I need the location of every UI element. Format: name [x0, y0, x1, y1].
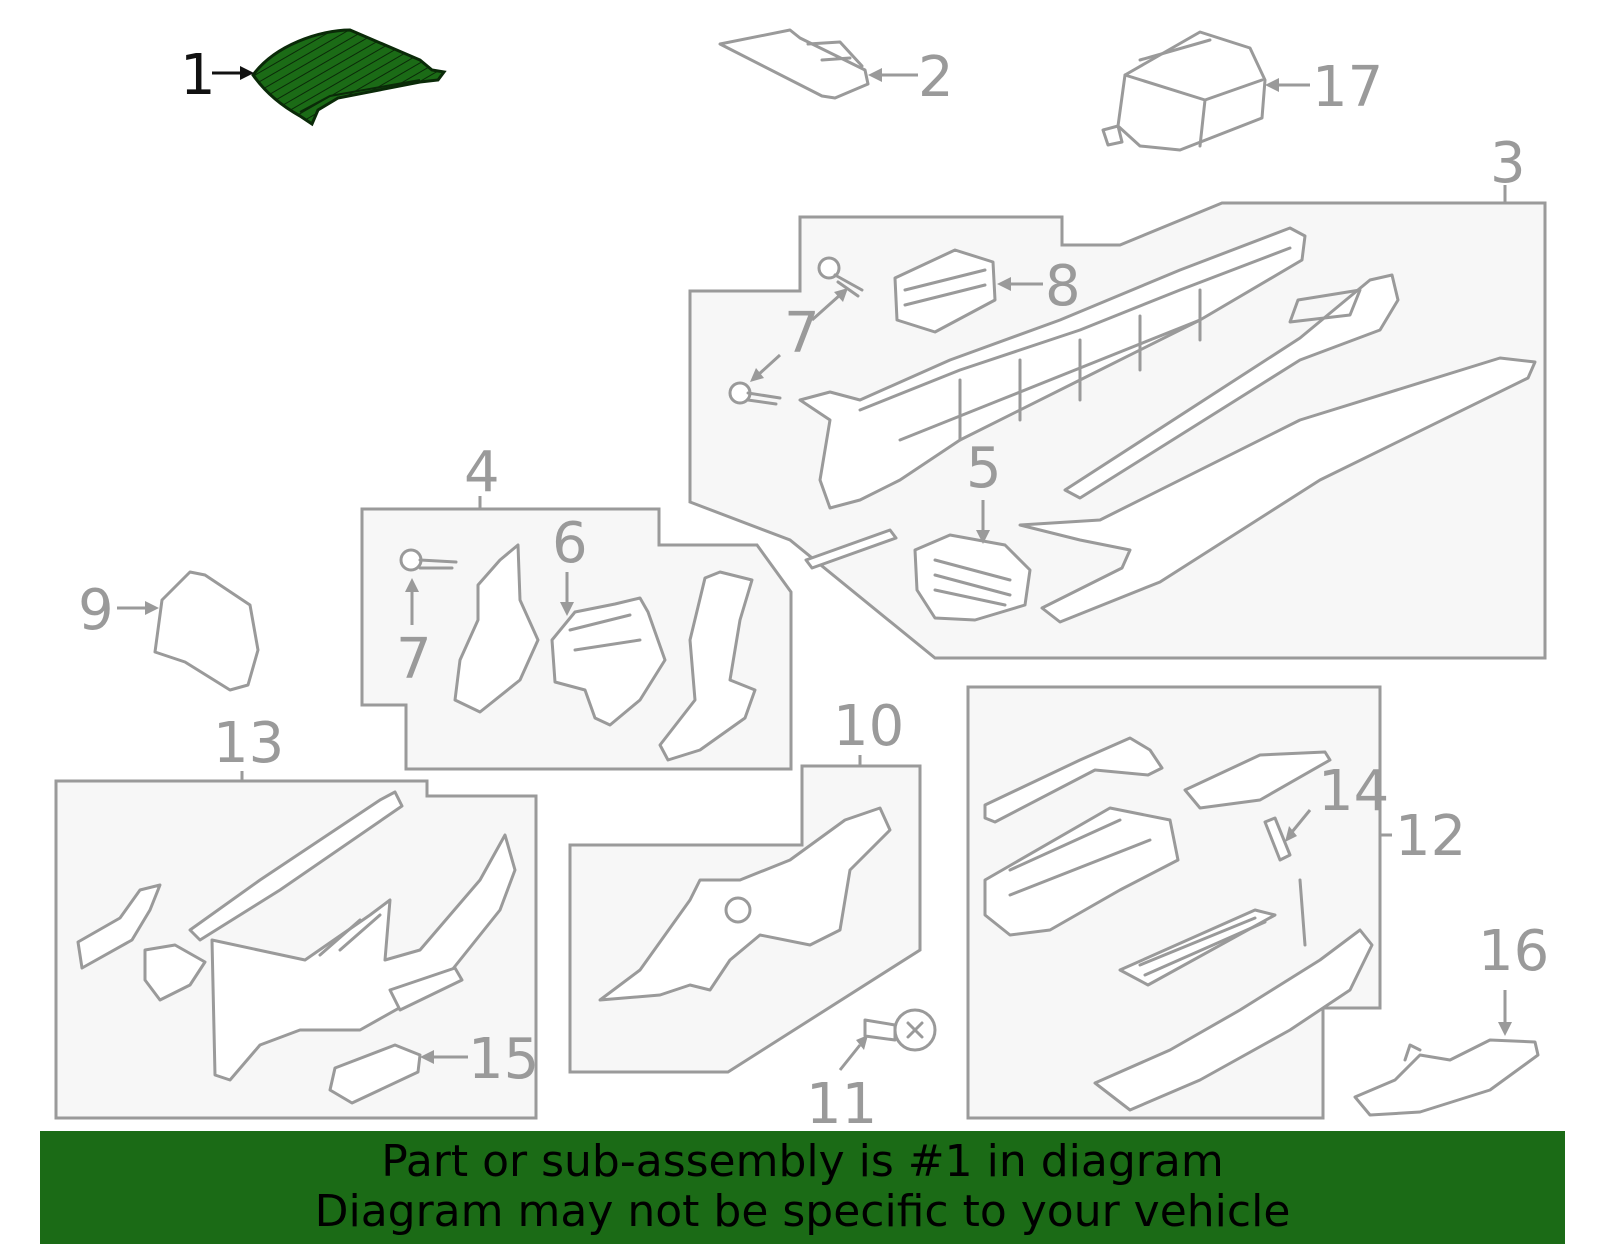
part-15-clip[interactable] [328, 1043, 422, 1105]
part-13-small-strip [388, 966, 464, 1012]
arrow-7b [750, 368, 764, 382]
arrow-5 [976, 530, 990, 544]
part-8-bracket[interactable] [893, 248, 997, 334]
part-5-vent[interactable] [913, 533, 1032, 622]
arrow-7a [834, 288, 848, 302]
callout-15: 15 [468, 1027, 539, 1092]
callout-9: 9 [78, 578, 114, 643]
part-16-bracket[interactable] [1353, 1038, 1540, 1117]
arrow-15 [420, 1050, 434, 1064]
part-12-grille[interactable] [1118, 908, 1277, 987]
part-11-push-pin[interactable] [863, 1008, 937, 1052]
part-10-support-bracket[interactable] [598, 806, 892, 1002]
arrow-8 [997, 277, 1011, 291]
leader-7b [756, 353, 782, 377]
part-3-small-strip [804, 528, 898, 570]
callout-17: 17 [1312, 55, 1383, 120]
part-1-cover[interactable] [251, 28, 447, 127]
part-3-carrier[interactable] [798, 226, 1307, 510]
leader-11 [838, 1044, 862, 1071]
callout-7-group4: 7 [396, 627, 432, 692]
callout-16: 16 [1478, 919, 1549, 984]
part-14-damper[interactable] [1263, 816, 1292, 862]
arrow-16 [1498, 1022, 1512, 1036]
info-banner: Part or sub-assembly is #1 in diagram Di… [40, 1131, 1565, 1244]
part-13-small-bracket[interactable] [76, 883, 162, 970]
callout-4: 4 [464, 440, 500, 505]
callout-5: 5 [966, 436, 1002, 501]
group-panel-13 [54, 779, 538, 1120]
part-7-screw-b[interactable] [728, 381, 782, 406]
part-4-pillar-trim[interactable] [658, 570, 757, 762]
part-12-airbag-module[interactable] [1183, 750, 1332, 810]
callout-11: 11 [806, 1072, 877, 1137]
part-12-rail[interactable] [983, 736, 1164, 824]
part-13-lower-trim[interactable] [210, 833, 517, 1082]
part-7-screw-c[interactable] [399, 548, 458, 572]
part-3-dash-pad[interactable] [1018, 356, 1537, 624]
callout-10: 10 [833, 694, 904, 759]
part-9-bracket[interactable] [153, 570, 260, 692]
arrow-17 [1265, 78, 1279, 92]
arrow-6 [560, 602, 574, 616]
part-12-glovebox-bin[interactable] [983, 806, 1180, 937]
leader-7a [811, 293, 841, 322]
part-4-side-bracket[interactable] [453, 543, 540, 714]
arrow-11 [856, 1035, 868, 1050]
part-12-glovebox-door[interactable] [1093, 878, 1374, 1112]
callout-6: 6 [552, 511, 588, 576]
part-13-clip[interactable] [143, 943, 207, 1002]
banner-line-2: Diagram may not be specific to your vehi… [314, 1186, 1291, 1237]
callout-13: 13 [213, 711, 284, 776]
arrow-14 [1285, 826, 1297, 842]
part-6-vent-duct[interactable] [550, 596, 667, 727]
part-3-trim-strip[interactable] [1063, 273, 1400, 500]
arrow-2 [868, 68, 882, 82]
arrow-9 [145, 601, 159, 615]
banner-line-1: Part or sub-assembly is #1 in diagram [381, 1136, 1224, 1187]
part-2-panel[interactable] [718, 28, 870, 100]
callout-2: 2 [918, 45, 954, 110]
callout-8: 8 [1045, 254, 1081, 319]
part-17-module[interactable] [1101, 30, 1267, 152]
arrow-1 [240, 66, 254, 80]
arrow-7c [405, 578, 419, 592]
leader-14 [1290, 809, 1312, 833]
callout-3: 3 [1490, 131, 1526, 196]
callout-7-group3: 7 [784, 301, 820, 366]
callout-12: 12 [1395, 804, 1466, 869]
part-13-upper-strip[interactable] [188, 790, 404, 942]
part-7-screw-a[interactable] [817, 256, 864, 298]
callout-14: 14 [1318, 759, 1389, 824]
callout-1: 1 [180, 43, 216, 108]
